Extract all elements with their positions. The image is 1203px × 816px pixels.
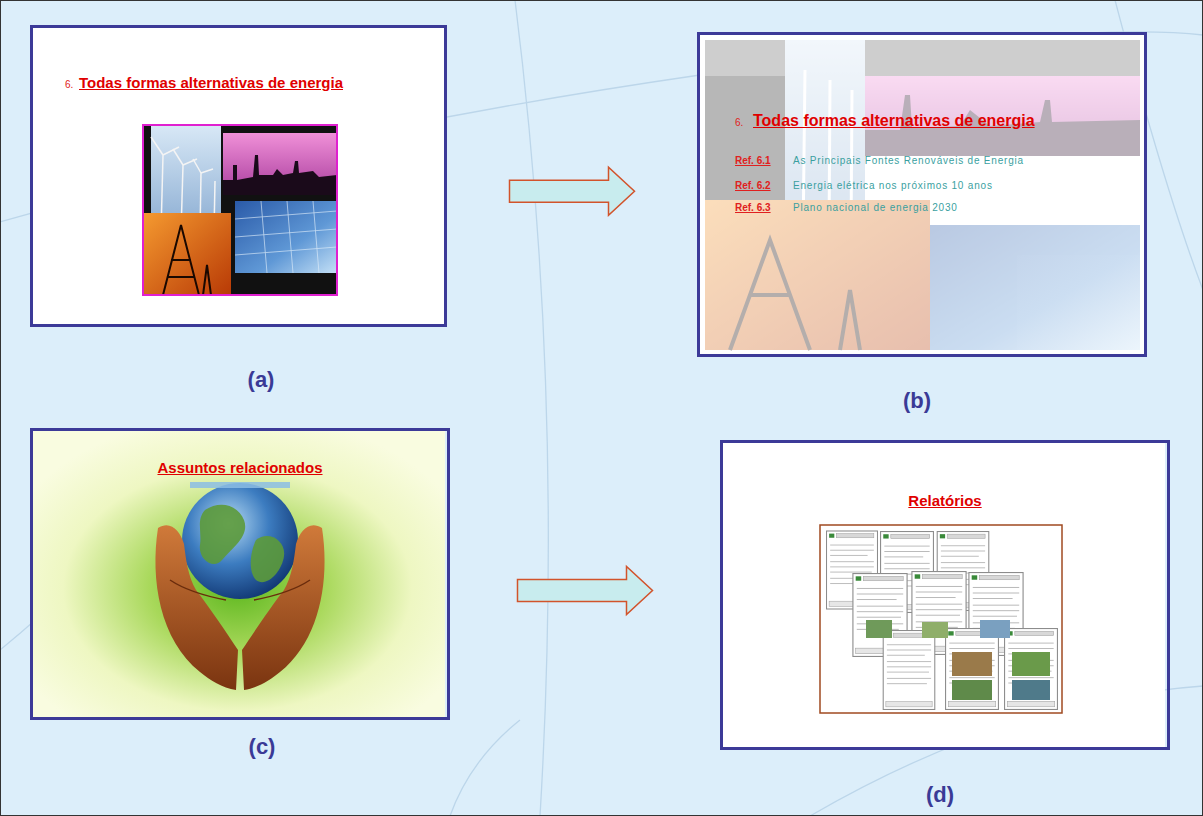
report-thumbnails <box>820 525 1062 713</box>
title-text: Todas formas alternativas de energia <box>753 112 1035 130</box>
panel-ground <box>697 32 1147 357</box>
title-text: Ref. 6.1 <box>735 155 771 167</box>
panel-box: 6. Todas formas alternativas de energiaRe… <box>697 32 1147 357</box>
body-text: Plano nacional de energia 2030 <box>793 202 958 214</box>
hands-globe <box>155 482 324 690</box>
body-text: As Principais Fontes Renováveis de Energ… <box>793 155 1024 167</box>
block-arrow <box>510 167 635 215</box>
title-text: Ref. 6.3 <box>735 202 771 214</box>
title-text: Todas formas alternativas de energia <box>79 74 343 91</box>
title-text: Ref. 6.2 <box>735 180 771 192</box>
panel-box: Assuntos relacionados <box>30 428 450 720</box>
faded-collage <box>705 40 1140 350</box>
body-text: 6. <box>735 117 743 129</box>
panel-box: Relatórios <box>720 440 1170 750</box>
panel-letter: (a) <box>248 367 275 393</box>
panel-ground <box>30 25 447 327</box>
title-text: Assuntos relacionados <box>33 459 447 476</box>
panel-letter: (b) <box>903 388 931 414</box>
energy-collage <box>143 125 337 295</box>
panel-box: 6. Todas formas alternativas de energia <box>30 25 447 327</box>
body-text: 6. <box>65 79 73 91</box>
block-arrow <box>518 567 653 615</box>
panel-letter: (d) <box>926 782 954 808</box>
body-text: Energia elétrica nos próximos 10 anos <box>793 180 993 192</box>
panel-letter: (c) <box>249 734 276 760</box>
panel-ground <box>720 440 1165 750</box>
title-text: Relatórios <box>723 492 1167 509</box>
